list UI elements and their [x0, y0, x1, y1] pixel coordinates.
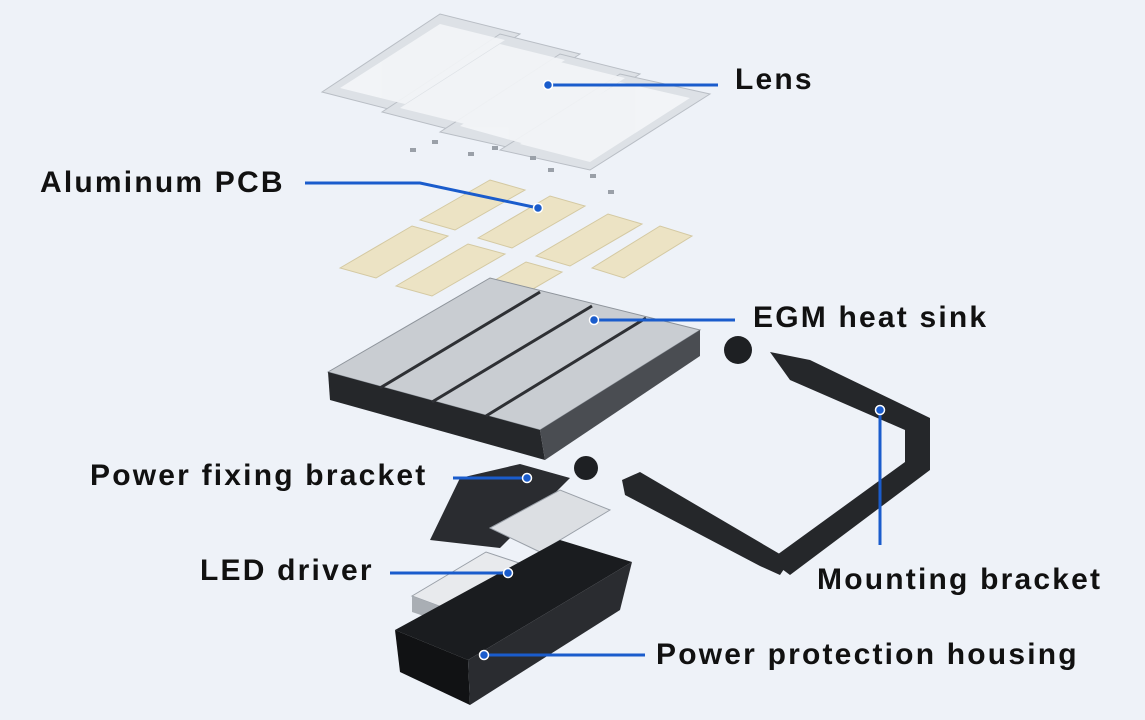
- label-lens: Lens: [735, 63, 814, 96]
- power-fixing-bracket: [430, 464, 570, 548]
- mounting-bracket: [622, 352, 930, 575]
- leader-lines: [305, 83, 882, 657]
- lens-dots: [340, 24, 690, 162]
- label-aluminum-pcb: Aluminum PCB: [40, 166, 285, 199]
- label-power-protection-housing: Power protection housing: [656, 638, 1079, 671]
- led-chips: [410, 140, 614, 194]
- power-protection-housing: [395, 540, 632, 705]
- heat-sink: [326, 277, 702, 460]
- washer: [574, 456, 598, 480]
- label-led-driver: LED driver: [200, 554, 374, 587]
- label-heat-sink: EGM heat sink: [753, 301, 989, 334]
- leader-dots: [478, 79, 886, 661]
- label-power-fixing-bracket: Power fixing bracket: [90, 459, 428, 492]
- label-mounting-bracket: Mounting bracket: [817, 563, 1103, 596]
- washer: [724, 336, 752, 364]
